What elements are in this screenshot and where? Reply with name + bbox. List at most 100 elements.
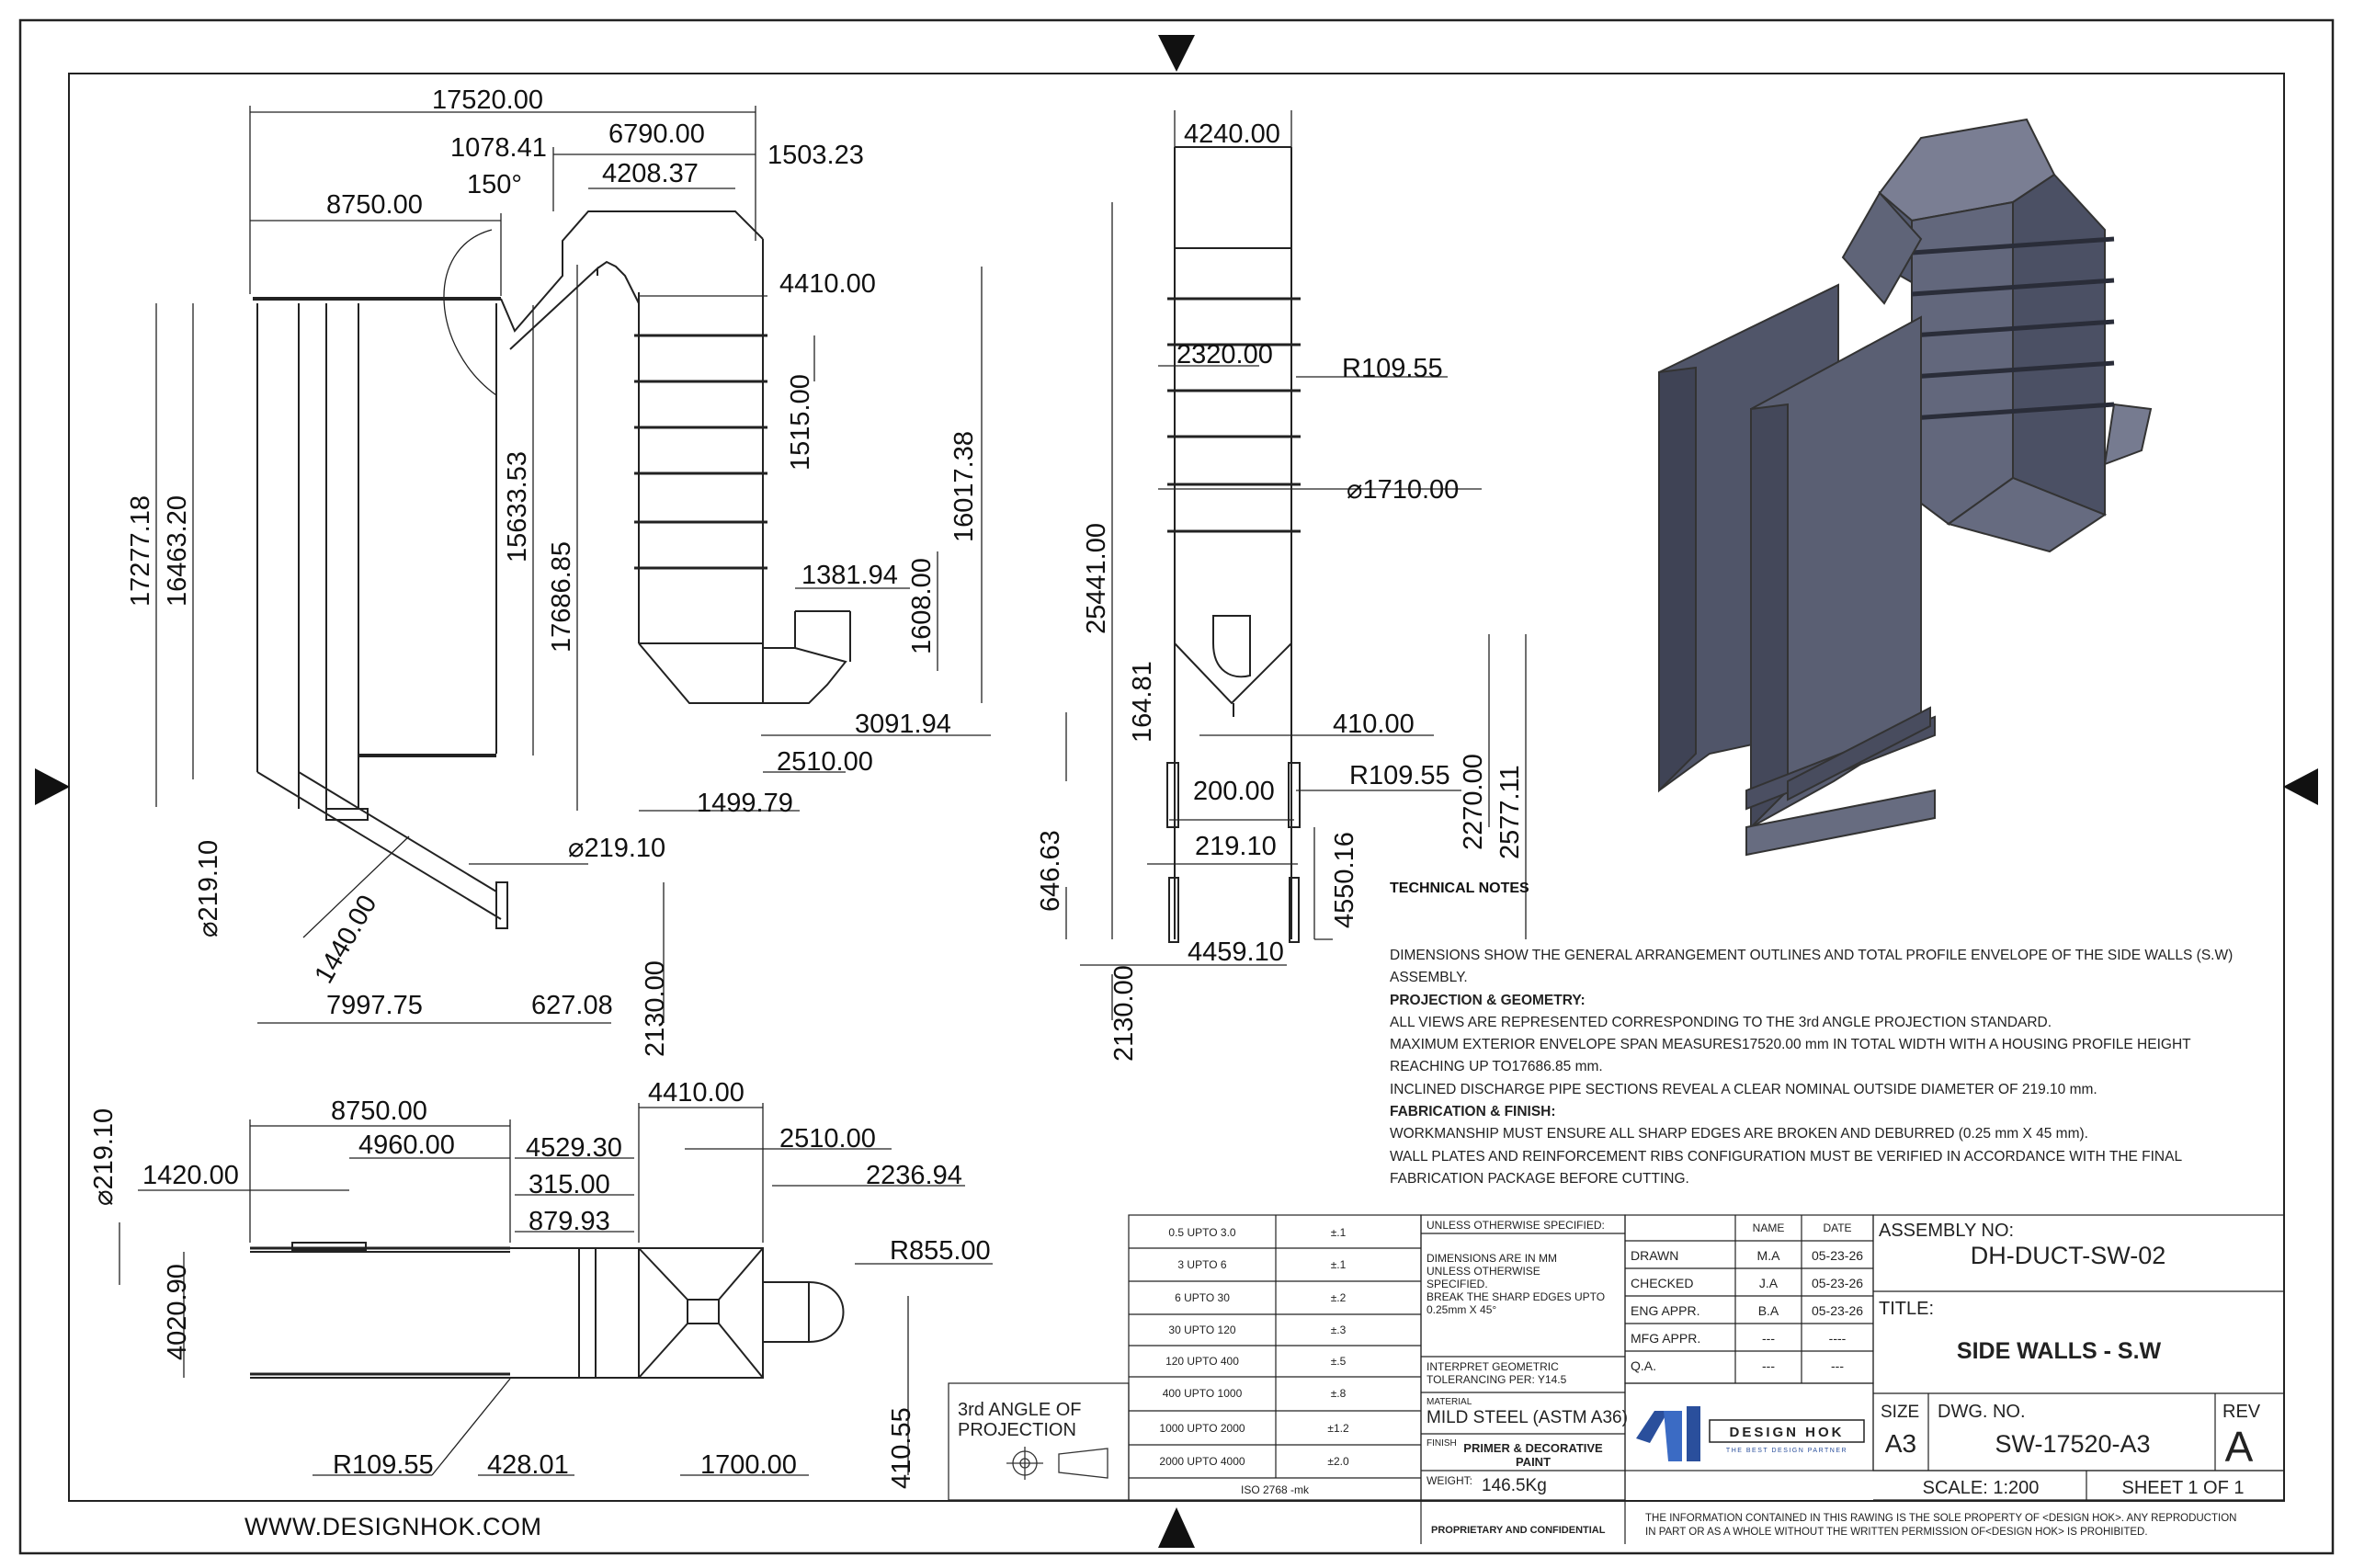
notes-line: WALL PLATES AND REINFORCEMENT RIBS CONFI… (1390, 1148, 2182, 1187)
interpret-note: TOLERANCING PER: Y14.5 (1427, 1373, 1567, 1386)
dim-627: 627.08 (531, 991, 613, 1020)
dim-8750: 8750.00 (326, 190, 423, 220)
side-dim-dia1710: ⌀1710.00 (1347, 475, 1459, 505)
approval-date: 05-23-26 (1812, 1276, 1863, 1290)
approval-role: DRAWN (1631, 1248, 1678, 1263)
approval-date: 05-23-26 (1812, 1303, 1863, 1318)
tol-value: ±.1 (1331, 1258, 1347, 1271)
disclaimer: IN PART OR AS A WHOLE WITHOUT THE WRITTE… (1645, 1527, 2148, 1538)
tol-range: 3 UPTO 6 (1177, 1258, 1226, 1271)
approval-name: --- (1762, 1331, 1775, 1346)
interpret-note: INTERPRET GEOMETRIC (1427, 1360, 1559, 1373)
tol-range: 120 UPTO 400 (1165, 1355, 1239, 1368)
dim-2510: 2510.00 (777, 747, 873, 777)
tol-range: 1000 UPTO 2000 (1159, 1422, 1245, 1435)
proprietary-label: PROPRIETARY AND CONFIDENTIAL (1431, 1525, 1606, 1536)
sheet-number: SHEET 1 OF 1 (2121, 1478, 2244, 1498)
projection-symbol (1006, 1447, 1108, 1480)
approval-name: J.A (1759, 1276, 1779, 1290)
disclaimer: THE INFORMATION CONTAINED IN THIS RAWING… (1645, 1513, 2236, 1524)
side-dim-410: 410.00 (1333, 710, 1415, 739)
dim-6790: 6790.00 (608, 119, 705, 149)
name-header: NAME (1753, 1221, 1785, 1234)
approval-role: ENG APPR. (1631, 1303, 1699, 1318)
tol-range: 0.5 UPTO 3.0 (1168, 1226, 1235, 1239)
side-dim-2270: 2270.00 (1459, 754, 1488, 850)
top-dim-2236: 2236.94 (866, 1161, 962, 1190)
size-label: SIZE (1881, 1403, 1919, 1422)
design-hok-logo: DESIGN HOK THE BEST DESIGN PARTNER (1636, 1406, 1865, 1461)
approval-role: CHECKED (1631, 1276, 1693, 1290)
tol-range: 2000 UPTO 4000 (1159, 1455, 1245, 1468)
dim-17277: 17277.18 (126, 495, 155, 607)
dims-note: 0.25mm X 45° (1427, 1303, 1496, 1316)
spec-column: UNLESS OTHERWISE SPECIFIED: DIMENSIONS A… (1427, 1219, 1628, 1536)
side-dim-2130: 2130.00 (1109, 965, 1139, 1062)
dims-note: DIMENSIONS ARE IN MM (1427, 1252, 1557, 1265)
projection-line2: PROJECTION (958, 1420, 1076, 1440)
approval-name: --- (1762, 1358, 1775, 1373)
side-dim-4459: 4459.10 (1188, 937, 1284, 967)
tol-value: ±.3 (1331, 1324, 1347, 1336)
dim-16463: 16463.20 (163, 495, 192, 607)
dim-3091: 3091.94 (855, 710, 951, 739)
top-dim-410: 410.55 (887, 1407, 916, 1489)
approval-date: ---- (1829, 1331, 1847, 1346)
notes-section-title: FABRICATION & FINISH: (1390, 1104, 1556, 1120)
dim-4208: 4208.37 (602, 159, 699, 188)
side-dim-2577: 2577.11 (1495, 765, 1525, 859)
approval-name: B.A (1758, 1303, 1779, 1318)
top-dim-315: 315.00 (529, 1170, 610, 1199)
front-view-dimension-lines (155, 106, 991, 1024)
dim-17520: 17520.00 (432, 85, 543, 115)
dim-dia219-b: ⌀219.10 (194, 840, 223, 937)
top-dim-4020: 4020.90 (163, 1264, 192, 1360)
top-center-arrow (1158, 35, 1195, 72)
dim-15633: 15633.53 (503, 451, 532, 562)
approval-date: --- (1831, 1358, 1844, 1373)
front-view-dimensions: 17520.00 6790.00 1078.41 1503.23 4208.37… (126, 85, 979, 1057)
tol-range: 30 UPTO 120 (1168, 1324, 1235, 1336)
bottom-center-arrow (1158, 1507, 1195, 1548)
weight-value: 146.5Kg (1482, 1476, 1547, 1495)
left-center-arrow (35, 768, 70, 805)
top-dim-1420: 1420.00 (142, 1161, 239, 1190)
top-dim-r109: R109.55 (333, 1450, 434, 1480)
front-view (253, 210, 851, 929)
side-dim-219: 219.10 (1195, 832, 1277, 861)
side-dim-r109-a: R109.55 (1342, 354, 1443, 383)
drawing-title: SIDE WALLS - S.W (1957, 1338, 2162, 1364)
finish-label: FINISH (1427, 1438, 1457, 1449)
projection-line1: 3rd ANGLE OF (958, 1400, 1082, 1420)
top-dim-879: 879.93 (529, 1207, 610, 1236)
top-dim-2510: 2510.00 (779, 1124, 876, 1153)
approval-role: MFG APPR. (1631, 1331, 1700, 1346)
notes-section-title: PROJECTION & GEOMETRY: (1390, 992, 1586, 1008)
dim-16017: 16017.38 (949, 431, 979, 542)
material-label: MATERIAL (1427, 1397, 1472, 1407)
side-dim-200: 200.00 (1193, 777, 1275, 806)
side-dim-r109-b: R109.55 (1349, 761, 1450, 790)
dim-7997: 7997.75 (326, 991, 423, 1020)
title-block (948, 1214, 2285, 1544)
dim-2130-front: 2130.00 (641, 960, 670, 1057)
notes-intro: DIMENSIONS SHOW THE GENERAL ARRANGEMENT … (1390, 948, 2234, 986)
website-url[interactable]: WWW.DESIGNHOK.COM (244, 1513, 542, 1540)
tol-value: ±1.2 (1327, 1422, 1349, 1435)
tol-value: ±.5 (1331, 1355, 1347, 1368)
top-dim-4529: 4529.30 (526, 1133, 622, 1163)
side-dim-164: 164.81 (1128, 661, 1157, 743)
technical-notes-title: TECHNICAL NOTES (1390, 881, 1529, 896)
tol-range: 400 UPTO 1000 (1163, 1387, 1243, 1400)
date-header: DATE (1823, 1221, 1851, 1234)
dwg-label: DWG. NO. (1938, 1402, 2026, 1422)
drawing-number: SW-17520-A3 (1995, 1430, 2150, 1458)
side-view-dimensions: 4240.00 2320.00 R109.55 ⌀1710.00 25441.0… (1036, 119, 1525, 1062)
title-block-right: ASSEMBLY NO: DH-DUCT-SW-02 TITLE: SIDE W… (1645, 1221, 2261, 1538)
top-dim-1700: 1700.00 (700, 1450, 797, 1480)
top-dim-r855: R855.00 (890, 1236, 991, 1266)
outer-border (18, 18, 2335, 1555)
scale: SCALE: 1:200 (1923, 1478, 2040, 1498)
tol-range: 6 UPTO 30 (1175, 1291, 1230, 1304)
